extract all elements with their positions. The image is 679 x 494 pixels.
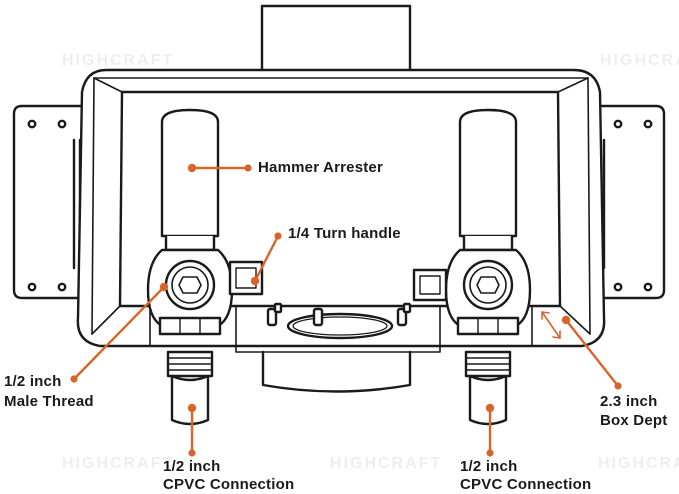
left-valve-assembly [146, 108, 264, 426]
drain-opening [266, 302, 412, 340]
hammer-arrester-label: Hammer Arrester [258, 159, 384, 176]
box-depth-leader [564, 318, 620, 388]
cpvc-right-label-type: CPVC Connection [460, 476, 592, 493]
callout-dots [70, 163, 622, 457]
callout-leaders [72, 166, 620, 455]
right-valve-assembly [412, 108, 532, 426]
box-depth-label-type: Box Dept [600, 412, 668, 429]
right-mounting-bracket [588, 104, 666, 300]
cpvc-right-label-size: 1/2 inch [460, 458, 518, 475]
male-thread-label-type: Male Thread [4, 393, 94, 410]
watermark: HIGHCRAFT [598, 455, 679, 472]
cpvc-left-label-type: CPVC Connection [163, 476, 295, 493]
watermark: HIGHCRAFT [62, 455, 175, 472]
cpvc-left-label-size: 1/2 inch [163, 458, 221, 475]
drain-pipe [260, 4, 412, 393]
left-mounting-bracket [12, 104, 90, 300]
watermark: HIGHCRAFT [62, 52, 175, 69]
depth-dimension-arrow [541, 311, 561, 339]
turn-handle-leader [253, 234, 280, 283]
turn-handle-label: 1/4 Turn handle [288, 225, 401, 242]
male-thread-leader [72, 285, 166, 381]
watermark: HIGHCRAFT [600, 52, 679, 69]
box-depth-label-size: 2.3 inch [600, 393, 658, 410]
male-thread-label-size: 1/2 inch [4, 373, 62, 390]
watermark: HIGHCRAFT [330, 455, 443, 472]
